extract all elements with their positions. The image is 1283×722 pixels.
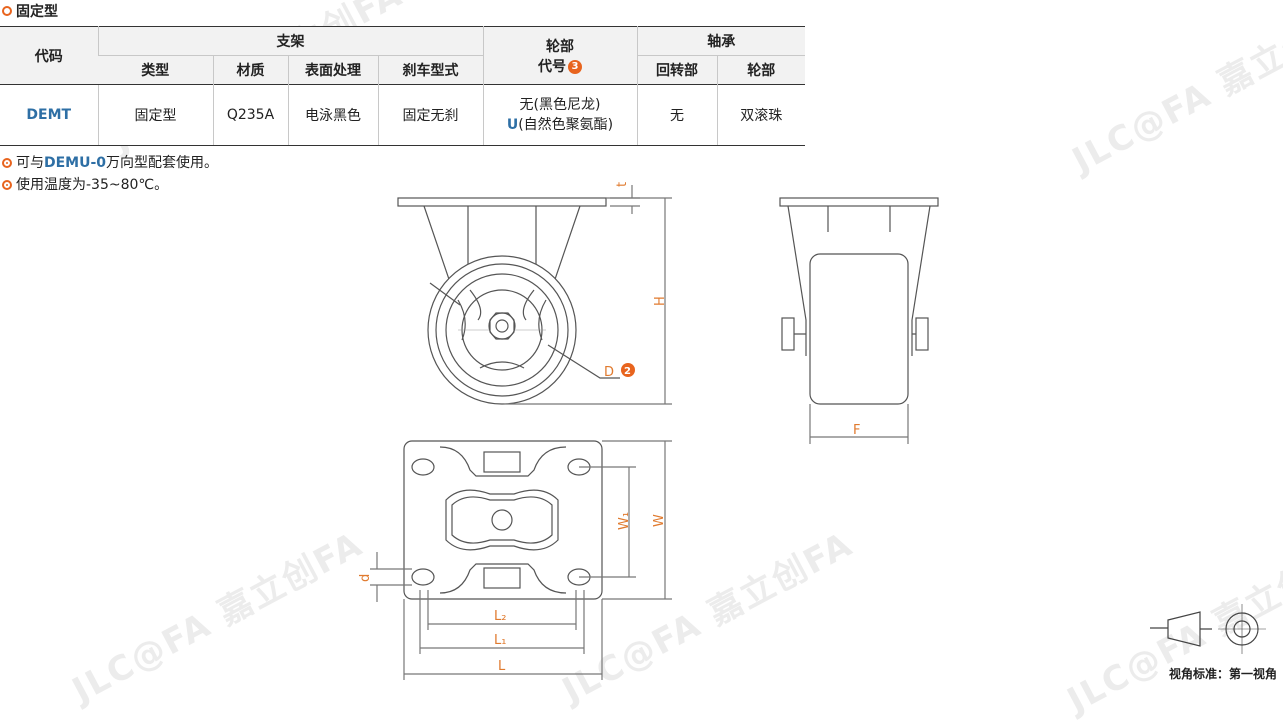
front-view <box>397 185 672 405</box>
header-type: 类型 <box>98 55 213 85</box>
view-standard-label: 视角标准：第一视角 <box>1168 667 1277 681</box>
top-view <box>370 440 672 680</box>
dim-D-badge: 2 <box>624 366 631 377</box>
cell-wheel-line2-code: U <box>506 117 519 133</box>
cell-type: 固定型 <box>97 84 213 146</box>
note-badge-icon <box>621 363 635 377</box>
circle-bullet-icon <box>2 6 12 16</box>
header-surface: 表面处理 <box>287 55 378 85</box>
cell-wheel-line1: 无(黑色尼龙) <box>519 97 601 113</box>
header-material: 材质 <box>212 55 288 85</box>
dim-D: D <box>604 365 614 380</box>
header-bearing: 轴承 <box>636 26 805 56</box>
note-1-code: DEMU-0 <box>44 155 107 171</box>
cell-wheel: 无(黑色尼龙) U(自然色聚氨酯) <box>482 84 637 146</box>
note-badge: 3 <box>568 59 582 74</box>
bullet-icon <box>2 158 12 168</box>
header-rotate-part: 回转部 <box>636 55 717 85</box>
header-code: 代码 <box>0 26 98 85</box>
header-wheel-part: 轮部 <box>716 55 805 85</box>
note-2: 使用温度为-35~80℃。 <box>2 174 218 196</box>
dim-L2: L₂ <box>494 609 506 624</box>
bullet-icon <box>2 180 12 190</box>
header-brake: 刹车型式 <box>377 55 483 85</box>
cell-surface: 电泳黑色 <box>287 84 378 146</box>
section-title: 固定型 <box>2 0 58 22</box>
note-1-pre: 可与 <box>16 155 44 171</box>
caster-drawing: t H D F W₁ W d L₂ L₁ L 2 <box>358 182 1266 680</box>
dim-d: d <box>358 574 373 582</box>
cell-code: DEMT <box>0 84 98 146</box>
dim-W1: W₁ <box>617 512 632 530</box>
cell-brake: 固定无刹 <box>377 84 483 146</box>
table-row: DEMT 固定型 Q235A 电泳黑色 固定无刹 无(黑色尼龙) U(自然色聚氨… <box>0 84 805 146</box>
cell-rotate-part: 无 <box>636 84 717 146</box>
side-view <box>779 197 939 444</box>
dim-F: F <box>853 423 860 438</box>
cell-material: Q235A <box>212 84 288 146</box>
note-1-post: 万向型配套使用。 <box>106 155 219 171</box>
projection-symbol-icon <box>1150 604 1266 654</box>
dim-t: t <box>615 182 630 187</box>
header-bracket: 支架 <box>97 26 483 56</box>
dim-H: H <box>653 296 668 306</box>
cell-wheel-part: 双滚珠 <box>716 84 805 146</box>
dim-L1: L₁ <box>494 633 506 648</box>
header-wheel-code-line2: 代号 <box>538 58 566 75</box>
note-2-text: 使用温度为-35~80℃。 <box>16 177 169 193</box>
header-wheel-code-line1: 轮部 <box>546 38 574 55</box>
cell-wheel-line2-text: (自然色聚氨酯) <box>518 117 614 133</box>
dim-W: W <box>652 514 667 527</box>
section-title-text: 固定型 <box>16 4 58 20</box>
dim-L: L <box>498 659 506 674</box>
